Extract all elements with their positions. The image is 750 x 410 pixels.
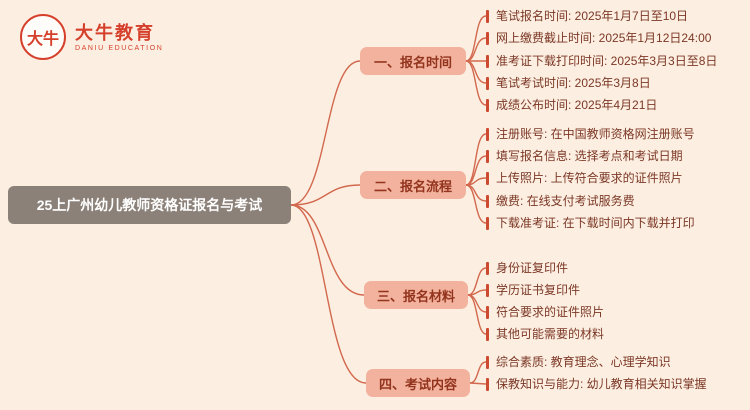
leaf-bullet-bar: [486, 9, 489, 23]
leaf-bullet-bar: [486, 149, 489, 163]
branch-node-registration-process: 二、报名流程: [360, 171, 466, 199]
leaf-item: 身份证复印件: [486, 260, 568, 276]
leaf-text: 注册账号: 在中国教师资格网注册账号: [496, 127, 695, 141]
leaf-item: 学历证书复印件: [486, 282, 580, 298]
leaf-bullet-bar: [486, 194, 489, 208]
leaf-text: 网上缴费截止时间: 2025年1月12日24:00: [496, 31, 712, 45]
leaf-item: 准考证下载打印时间: 2025年3月3日至8日: [486, 53, 717, 69]
leaf-text: 学历证书复印件: [496, 283, 581, 297]
leaf-text: 身份证复印件: [496, 261, 569, 275]
leaf-text: 符合要求的证件照片: [496, 305, 605, 319]
leaf-bullet-bar: [486, 216, 489, 230]
leaf-item: 填写报名信息: 选择考点和考试日期: [486, 148, 683, 164]
leaf-item: 上传照片: 上传符合要求的证件照片: [486, 170, 683, 186]
leaf-bullet-bar: [486, 127, 489, 141]
leaf-bullet-bar: [486, 54, 489, 68]
leaf-text: 笔试考试时间: 2025年3月8日: [496, 76, 651, 90]
leaf-item: 缴费: 在线支付考试服务费: [486, 193, 635, 209]
logo: 大牛 大牛教育 DANIU EDUCATION: [20, 14, 163, 60]
leaf-text: 缴费: 在线支付考试服务费: [496, 194, 635, 208]
leaf-item: 笔试考试时间: 2025年3月8日: [486, 75, 651, 91]
leaf-item: 注册账号: 在中国教师资格网注册账号: [486, 126, 695, 142]
leaf-text: 保教知识与能力: 幼儿教育相关知识掌握: [496, 377, 707, 391]
brand-name: 大牛教育: [75, 22, 155, 43]
leaf-item: 保教知识与能力: 幼儿教育相关知识掌握: [486, 376, 707, 392]
leaf-bullet-bar: [486, 355, 489, 369]
leaf-text: 填写报名信息: 选择考点和考试日期: [496, 149, 683, 163]
leaf-text: 准考证下载打印时间: 2025年3月3日至8日: [496, 54, 718, 68]
logo-text-block: 大牛教育 DANIU EDUCATION: [75, 23, 163, 52]
leaf-bullet-bar: [486, 98, 489, 112]
leaf-item: 综合素质: 教育理念、心理学知识: [486, 354, 671, 370]
leaf-item: 网上缴费截止时间: 2025年1月12日24:00: [486, 30, 711, 46]
leaf-bullet-bar: [486, 31, 489, 45]
leaf-item: 其他可能需要的材料: [486, 326, 604, 342]
leaf-bullet-bar: [486, 76, 489, 90]
leaf-bullet-bar: [486, 261, 489, 275]
leaf-bullet-bar: [486, 305, 489, 319]
branch-node-registration-time: 一、报名时间: [360, 47, 466, 75]
leaf-text: 其他可能需要的材料: [496, 327, 605, 341]
leaf-bullet-bar: [486, 283, 489, 297]
root-topic-node: 25上广州幼儿教师资格证报名与考试: [8, 186, 291, 224]
branch-node-exam-content: 四、考试内容: [366, 369, 470, 397]
branch-node-registration-materials: 三、报名材料: [364, 281, 468, 309]
leaf-item: 符合要求的证件照片: [486, 304, 604, 320]
logo-seal-icon: 大牛: [20, 14, 66, 60]
brand-subtitle: DANIU EDUCATION: [75, 44, 164, 52]
leaf-item: 下载准考证: 在下载时间内下载并打印: [486, 215, 695, 231]
leaf-text: 上传照片: 上传符合要求的证件照片: [496, 171, 683, 185]
leaf-text: 笔试报名时间: 2025年1月7日至10日: [496, 9, 689, 23]
leaf-bullet-bar: [486, 171, 489, 185]
leaf-item: 笔试报名时间: 2025年1月7日至10日: [486, 8, 688, 24]
leaf-text: 成绩公布时间: 2025年4月21日: [496, 98, 658, 112]
leaf-text: 下载准考证: 在下载时间内下载并打印: [496, 216, 695, 230]
leaf-bullet-bar: [486, 327, 489, 341]
leaf-item: 成绩公布时间: 2025年4月21日: [486, 97, 657, 113]
leaf-bullet-bar: [486, 377, 489, 391]
leaf-text: 综合素质: 教育理念、心理学知识: [496, 355, 671, 369]
